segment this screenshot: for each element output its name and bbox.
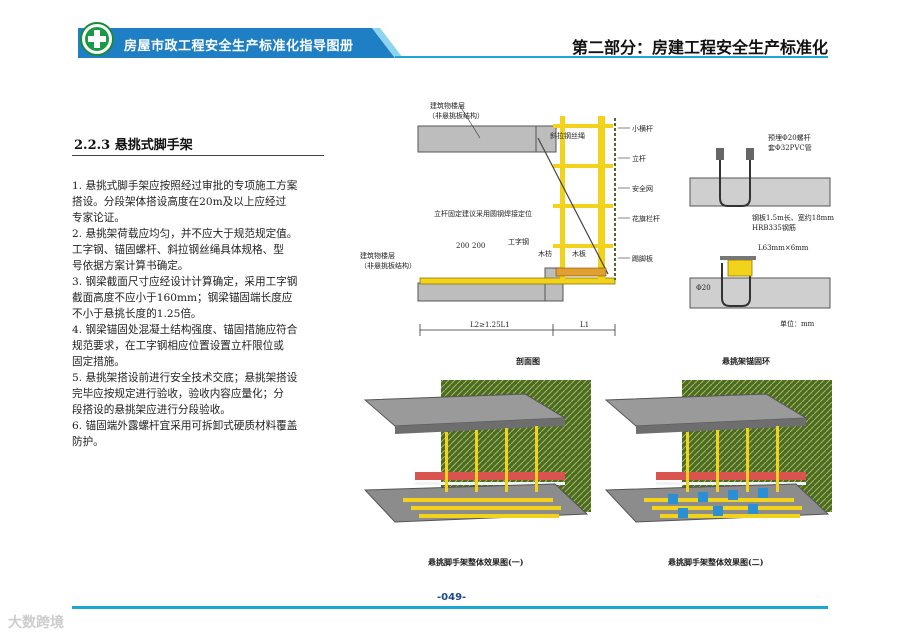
rule-line: 3. 钢梁截面尺寸应经设计计算确定，采用工字钢 <box>72 276 298 288</box>
render-right-caption: 悬挑脚手架整体效果图(二) <box>668 557 764 567</box>
guide-title: 房屋市政工程安全生产标准化指导图册 <box>124 39 354 54</box>
rule-line: 1. 悬挑式脚手架应按照经过审批的专项施工方案 <box>72 180 298 192</box>
label-dim1: 200 <box>456 242 469 250</box>
label-dim2: 200 <box>472 242 485 250</box>
render-right-image <box>598 372 838 542</box>
anchor-detail: 预埋Φ20螺杆 套Φ32PVC管 钢板1.5m长、宽约18mm HRB335钢筋… <box>689 133 834 328</box>
label-bolt: 预埋Φ20螺杆 <box>768 133 811 142</box>
section-caption: 剖面图 <box>516 356 540 366</box>
label-floor-bottom: 建筑物楼层 <box>360 251 395 260</box>
label-safety-net: 安全网 <box>632 184 653 193</box>
anchor-caption: 悬挑架锚固环 <box>722 356 770 366</box>
rule-line: 截面高度不应小于160mm；钢梁锚固端长度应 <box>72 292 293 304</box>
footer-divider <box>72 606 828 609</box>
rule-line: 工字钢、锚固螺杆、斜拉钢丝绳具体规格、型 <box>72 244 284 256</box>
rule-line: 专家论证。 <box>72 212 125 224</box>
label-diameter: Φ20 <box>696 284 711 292</box>
rule-line: 段搭设的悬挑架应进行分段验收。 <box>72 404 231 416</box>
section-divider <box>72 155 324 156</box>
rule-line: 搭设。分段架体搭设高度在20m及以上应经过 <box>72 196 287 208</box>
rule-line: 规范要求，在工字钢相应位置设置立杆限位或 <box>72 340 284 352</box>
label-standard: 立杆 <box>632 154 646 163</box>
rule-line: 2. 悬挑架荷载应均匀，并不应大于规范规定值。 <box>72 228 298 240</box>
safety-cross-logo <box>80 22 114 56</box>
part-title: 第二部分：房建工程安全生产标准化 <box>571 38 828 57</box>
rule-line: 号依据方案计算书确定。 <box>72 260 189 272</box>
label-rebar: HRB335钢筋 <box>752 223 796 232</box>
rule-line: 5. 悬挑架搭设前进行安全技术交底；悬挑架搭设 <box>72 372 298 384</box>
rule-line: 不小于悬挑长度的1.25倍。 <box>72 308 202 320</box>
rule-line: 6. 锚固端外露螺杆宜采用可拆卸式硬质材料覆盖 <box>72 420 298 432</box>
label-toe-board: 踢脚板 <box>632 254 653 263</box>
page-number: -049- <box>437 592 467 603</box>
section-title: 2.2.3 悬挑式脚手架 <box>74 138 193 153</box>
rule-line: 完毕应按规定进行验收，验收内容应量化；分 <box>72 388 284 400</box>
label-wire-rope: 斜拉钢丝绳 <box>550 131 585 140</box>
watermark-text: 大数跨境 <box>8 615 64 631</box>
section-drawing: 建筑物楼层 （非悬挑板结构） 斜拉钢丝绳 小横杆 立杆 安全网 花旗栏杆 踢脚板… <box>360 101 660 336</box>
label-unit: 单位：mm <box>780 319 815 328</box>
label-floor-top: 建筑物楼层 <box>430 101 465 110</box>
label-small-rail: 小横杆 <box>632 124 653 133</box>
render-left-image <box>355 372 603 542</box>
label-floor-top-sub: （非悬挑板结构） <box>428 111 484 120</box>
label-wood-board: 木板 <box>572 249 586 258</box>
rule-line: 4. 钢梁锚固处混凝土结构强度、锚固措施应符合 <box>72 324 298 336</box>
label-note: 立杆固定建议采用圆钢焊接定位 <box>434 209 532 218</box>
label-pipe: 套Φ32PVC管 <box>768 143 812 152</box>
render-left-caption: 悬挑脚手架整体效果图(一) <box>428 557 524 567</box>
label-railing: 花旗栏杆 <box>632 214 660 223</box>
label-len-right: L1 <box>580 321 589 329</box>
header-band <box>78 28 828 58</box>
label-floor-bottom-sub: （非悬挑板结构） <box>360 261 416 270</box>
rule-line: 固定措施。 <box>72 356 125 368</box>
label-plate: 钢板1.5m长、宽约18mm <box>752 213 834 222</box>
label-len-left: L2≥1.25L1 <box>470 321 510 329</box>
label-i-beam: 工字钢 <box>508 237 529 246</box>
rules-list: 1. 悬挑式脚手架应按照经过审批的专项施工方案 搭设。分段架体搭设高度在20m及… <box>72 178 354 450</box>
label-plank: 木枋 <box>538 249 552 258</box>
label-plate-size: L63mm×6mm <box>758 244 809 252</box>
rule-line: 防护。 <box>72 436 104 448</box>
